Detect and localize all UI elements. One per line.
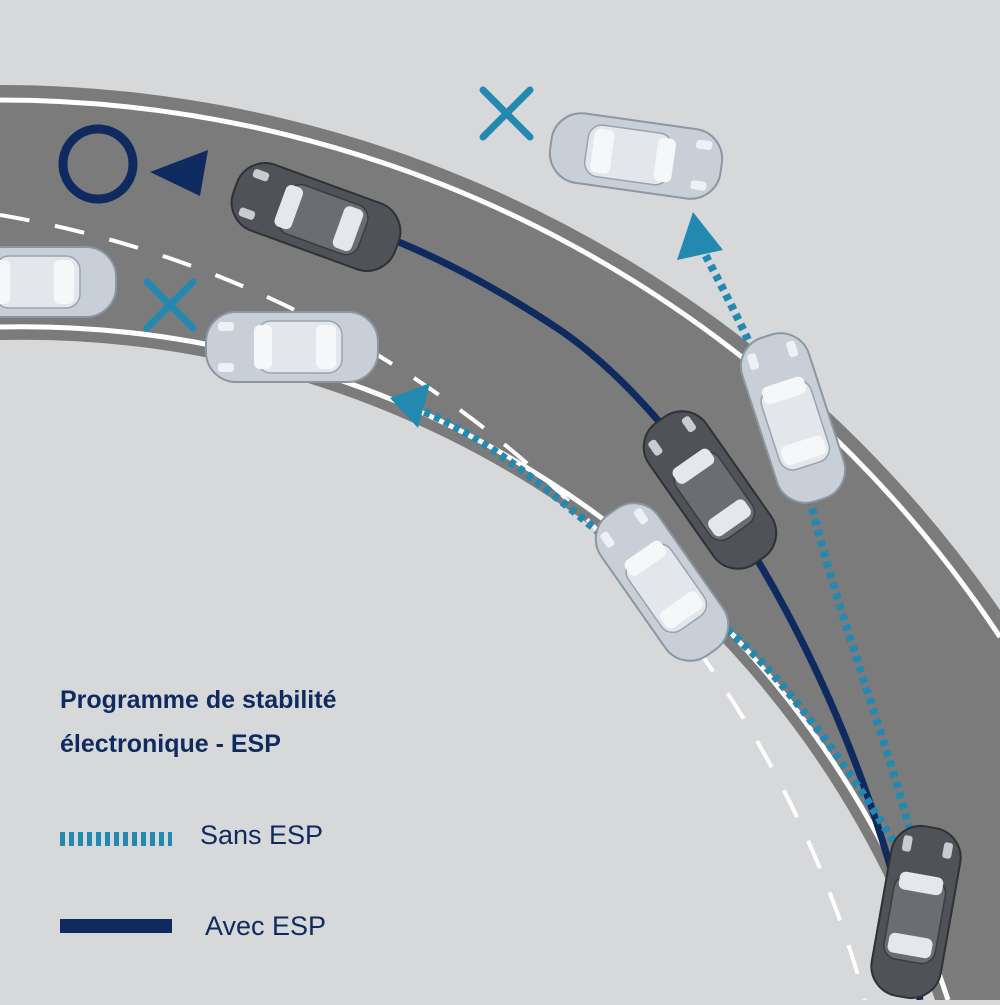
cross-icon — [479, 86, 534, 141]
without-esp-oversteer-path — [418, 406, 909, 863]
without-esp-understeer-arrow-icon — [677, 212, 723, 260]
legend-label-without-esp: Sans ESP — [200, 820, 324, 850]
with-esp-arrow-icon — [150, 150, 208, 196]
cross-icon — [143, 278, 197, 332]
road-edge-line-outer — [0, 97, 1000, 639]
title-line-1: Programme de stabilité — [60, 686, 337, 714]
car-without-esp-spin-2 — [205, 311, 379, 383]
circle-icon — [58, 124, 138, 204]
road-surface — [0, 85, 1000, 1000]
legend-label-with-esp: Avec ESP — [205, 911, 327, 941]
title-line-2: électronique - ESP — [60, 730, 281, 758]
road-center-line — [0, 213, 867, 1001]
road-edge-line-inner — [0, 324, 951, 1001]
without-esp-oversteer-arrow-icon — [390, 383, 430, 428]
car-without-esp-spin-3 — [0, 246, 117, 318]
car-without-esp-drift-2 — [544, 108, 728, 204]
